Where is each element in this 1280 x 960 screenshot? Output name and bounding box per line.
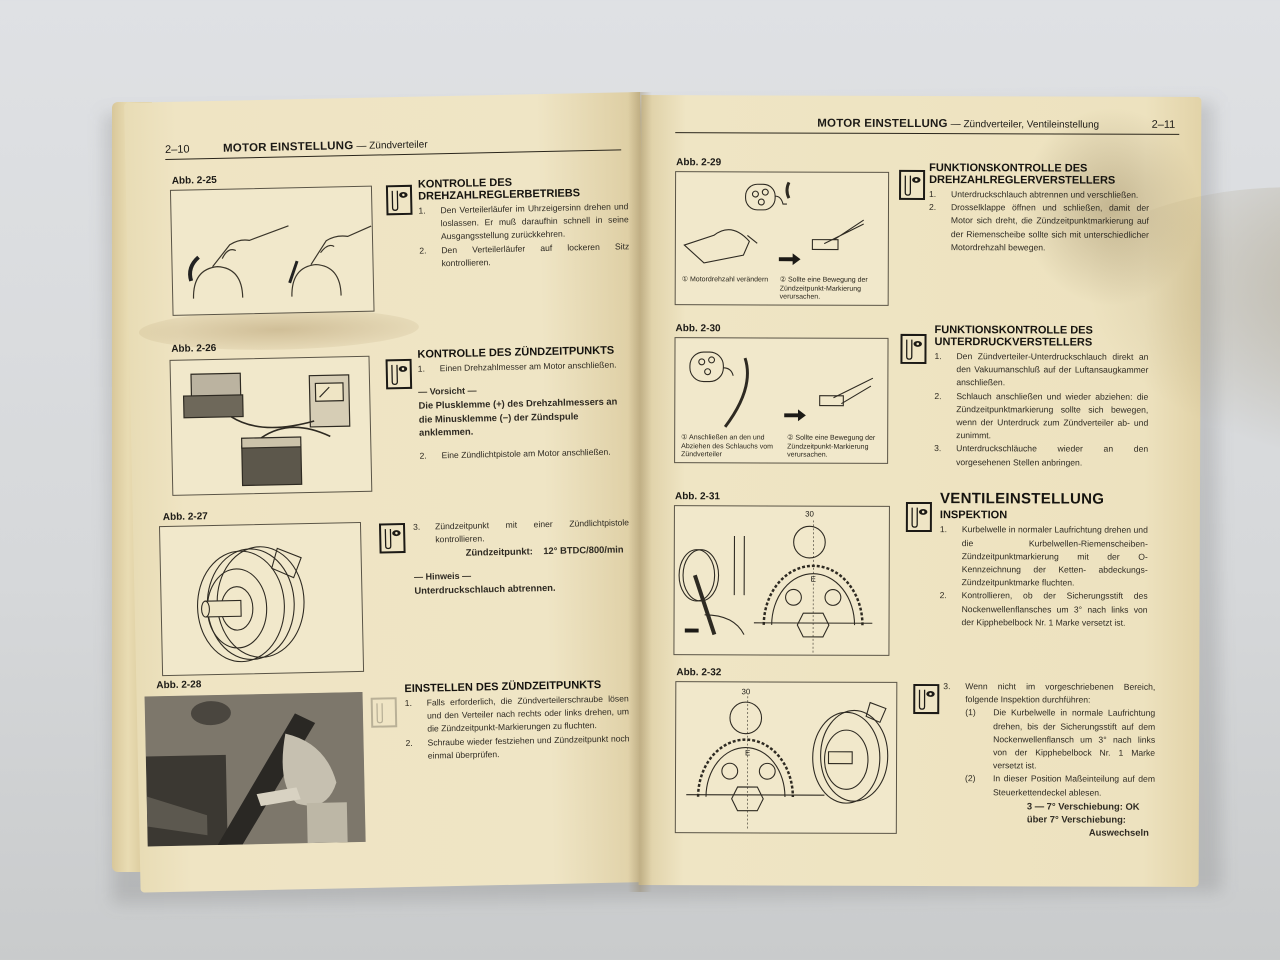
figure-label: Abb. 2-27 xyxy=(162,511,208,524)
figure-caption: ② Sollte eine Bewegung der Zündzeitpunkt… xyxy=(787,434,876,459)
distributor-rotor-hand-illustration xyxy=(188,225,372,299)
inspection-eye-icon xyxy=(900,333,927,365)
right-page: MOTOR EINSTELLUNG — Zündverteiler, Venti… xyxy=(638,95,1280,887)
right-page-header: MOTOR EINSTELLUNG — Zündverteiler, Venti… xyxy=(675,113,1180,135)
step: 1.Den Zündverteiler-Unterdruckschlauch d… xyxy=(934,351,1149,388)
figure-engine-photo xyxy=(144,691,366,847)
page-number: 2–10 xyxy=(164,143,190,156)
figure-label: Abb. 2-30 xyxy=(675,323,721,335)
inspection-eye-icon xyxy=(899,169,926,201)
substep: (1)Die Kurbelwelle in normale Laufrichtu… xyxy=(965,707,1156,771)
section-zuendzeitpunkt-check: 3.Zündzeitpunkt mit einer Zündlichtpisto… xyxy=(413,516,631,597)
figure-label: Abb. 2-25 xyxy=(171,174,217,187)
book-gutter xyxy=(628,92,652,892)
camshaft-sprocket-pulley-illustration: 30 E xyxy=(686,687,889,831)
engine-bay-photo xyxy=(144,691,366,847)
section-ventileinstellung: VENTILEINSTELLUNG INSPEKTION 1.Kurbelwel… xyxy=(939,490,1148,630)
substep: (2)In dieser Position Maßeinteilung auf … xyxy=(964,773,1156,798)
section-einstellen: EINSTELLEN DES ZÜNDZEITPUNKTS 1.Falls er… xyxy=(404,678,630,763)
inspection-eye-icon xyxy=(905,501,932,533)
step: 2.Den Verteilerläufer auf lockeren Sitz … xyxy=(419,240,630,269)
vacuum-hose-timing-light-illustration xyxy=(689,351,874,428)
figure-caption: ① Anschließen an den und Abziehen des Sc… xyxy=(681,434,774,459)
figure-tachometer xyxy=(169,355,373,496)
figure-label: Abb. 2-26 xyxy=(171,342,217,355)
left-page-header: 2–10 MOTOR EINSTELLUNG — Zündverteiler xyxy=(164,130,622,160)
figure-caption: ② Sollte eine Bewegung der Zündzeitpunkt… xyxy=(779,276,868,301)
crankshaft-pulley-illustration xyxy=(197,546,305,663)
step: 1.Kurbelwelle in normaler Laufrichtung d… xyxy=(939,524,1148,588)
left-page: 2–10 MOTOR EINSTELLUNG — Zündverteiler A… xyxy=(124,92,657,893)
step: 1.Falls erforderlich, die Zündverteilers… xyxy=(404,693,630,734)
step: 1.Den Verteilerläufer im Uhrzeigersinn d… xyxy=(418,201,629,242)
camshaft-sprocket-wrench-illustration: 30 E xyxy=(678,509,873,655)
step: 1.Unterdruckschlauch abtrennen und versc… xyxy=(929,189,1139,200)
throttle-pedal-timing-light-illustration xyxy=(683,181,865,266)
figure-label: Abb. 2-29 xyxy=(676,157,722,169)
step: 2.Schlauch anschließen und wieder abzieh… xyxy=(934,390,1149,441)
step: 2.Schraube wieder festziehen und Zündzei… xyxy=(405,732,630,761)
svg-text:30: 30 xyxy=(805,509,814,518)
figure-distributor-rotor xyxy=(169,185,375,316)
header-title: MOTOR EINSTELLUNG — Zündverteiler, Venti… xyxy=(817,117,1100,131)
figure-throttle: ① Motordrehzahl verändern ② Sollte eine … xyxy=(674,171,890,306)
figure-label: Abb. 2-32 xyxy=(676,667,722,679)
inspection-eye-icon xyxy=(913,683,940,715)
page-number: 2–11 xyxy=(1151,118,1176,131)
caution-text: Die Plusklemme (+) des Drehzahlmessers a… xyxy=(418,395,618,439)
inspection-eye-icon xyxy=(385,184,413,216)
svg-text:E: E xyxy=(745,748,750,757)
faded-inspection-icon xyxy=(370,697,398,728)
figure-label: Abb. 2-28 xyxy=(156,679,202,692)
section-zuendzeitpunkt: KONTROLLE DES ZÜNDZEITPUNKTS 1.Einen Dre… xyxy=(417,344,633,463)
step: 3.Wenn nicht im vorgeschriebenen Bereich… xyxy=(943,681,1156,705)
offset-spec-ok: 3 — 7° Verschiebung: OK xyxy=(1026,800,1140,812)
figure-vacuum-hose: ① Anschließen an den und Abziehen des Sc… xyxy=(674,337,889,464)
figure-caption: ① Motordrehzahl verändern xyxy=(681,276,769,284)
inspection-eye-icon xyxy=(378,523,406,554)
step: 2.Drosselklappe öffnen und schließen, da… xyxy=(928,202,1150,253)
chapter-title: VENTILEINSTELLUNG xyxy=(939,490,1105,508)
inspection-eye-icon xyxy=(385,358,413,390)
figure-camshaft-pulley: 30 E xyxy=(674,681,898,834)
step: 2.Eine Zündlichtpistole am Motor anschli… xyxy=(419,446,611,461)
svg-text:30: 30 xyxy=(741,687,750,696)
header-title: MOTOR EINSTELLUNG — Zündverteiler xyxy=(222,139,428,155)
offset-spec-replace: Auswechseln xyxy=(1088,826,1149,839)
figure-camshaft-wrench: 30 E xyxy=(673,505,890,656)
figure-pulley xyxy=(158,521,365,677)
offset-spec-over: über 7° Verschiebung: xyxy=(1026,813,1126,825)
svg-text:E: E xyxy=(811,575,816,584)
section-inspection-continued: 3.Wenn nicht im vorgeschriebenen Bereich… xyxy=(943,680,1156,839)
section-title: INSPEKTION xyxy=(939,509,1008,522)
tachometer-battery-engine-illustration xyxy=(182,372,351,487)
figure-label: Abb. 2-31 xyxy=(674,491,721,503)
step: 3.Unterdruckschläuche wieder an den vorg… xyxy=(934,443,1149,468)
step: 1.Einen Drehzahlmesser am Motor anschlie… xyxy=(417,359,617,374)
step: 2.Kontrollieren, ob der Sicherungsstift … xyxy=(939,590,1148,628)
